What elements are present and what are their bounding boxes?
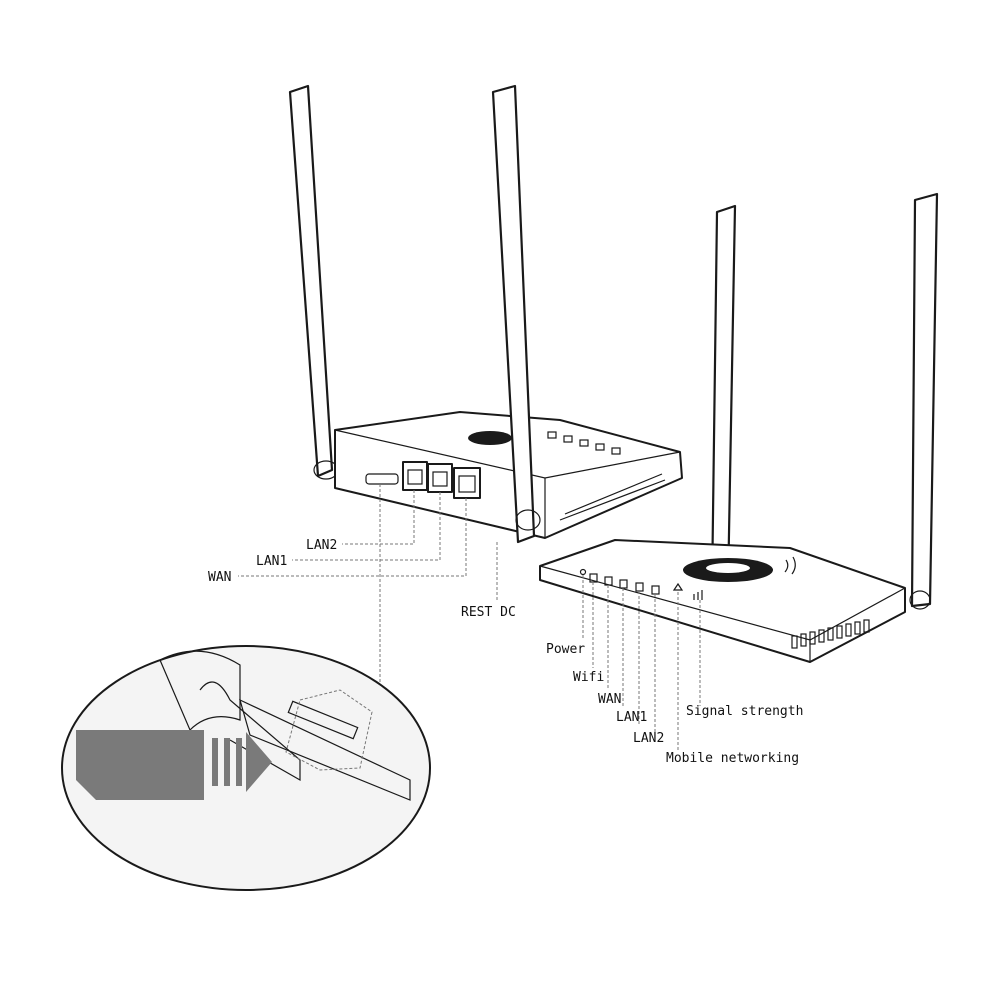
sim-slot-back [365, 473, 399, 485]
router-back-view [288, 84, 683, 544]
antenna-front-left [710, 204, 737, 592]
label-rest-dc: REST DC [461, 605, 516, 620]
router-front-view [539, 192, 939, 663]
router-back-body [334, 411, 683, 539]
leader-lines [238, 484, 701, 750]
sim-slot-detail [287, 700, 359, 740]
antenna-back-left [288, 84, 334, 478]
label-wan-port: WAN [208, 570, 231, 585]
label-lan1-port: LAN1 [256, 554, 287, 569]
front-led-labels: Power Wifi WAN LAN1 LAN2 Signal strength… [546, 642, 803, 766]
label-lan1-led: LAN1 [616, 710, 647, 725]
label-mobile-networking: Mobile networking [666, 751, 799, 766]
arrow-right-icon [212, 732, 272, 792]
antenna-front-right [910, 192, 939, 608]
label-signal-strength: Signal strength [686, 704, 803, 719]
sim-card [76, 730, 204, 800]
antenna-back-center [491, 84, 536, 544]
label-power-led: Power [546, 642, 585, 657]
back-port-labels: LAN2 LAN1 WAN REST DC [208, 538, 516, 620]
wifi-logo-icon [683, 556, 796, 582]
label-lan2-port: LAN2 [306, 538, 337, 553]
label-lan2-led: LAN2 [633, 731, 664, 746]
label-wifi-led: Wifi [573, 670, 604, 685]
wifi-badge-back [468, 431, 512, 445]
sim-insert-inset [61, 645, 431, 891]
wan-port [453, 467, 481, 499]
label-wan-led: WAN [598, 692, 621, 707]
